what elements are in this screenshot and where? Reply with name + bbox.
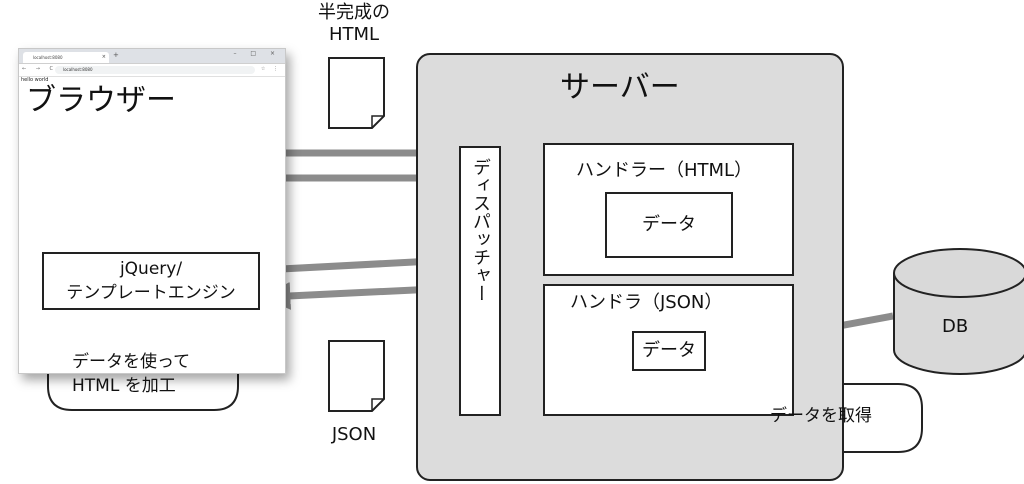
window-controls-icon[interactable]: – □ × — [233, 50, 281, 57]
doc-html-label-line2: HTML — [328, 24, 380, 45]
callout-server-text: データを取得 — [770, 406, 872, 426]
browser-tab-title: localhost:8080 — [33, 55, 63, 60]
html-doc-icon-fold — [371, 115, 384, 128]
callout-browser-line2: HTML を加工 — [72, 376, 176, 396]
jquery-template-engine-box: jQuery/ テンプレートエンジン — [42, 252, 260, 310]
browser-page-text: hello world — [21, 77, 49, 83]
dispatcher-box: ディスパッチャー — [459, 146, 501, 416]
browser-window: localhost:8080 × + – □ × ← → C localhost… — [18, 48, 286, 374]
tab-close-icon[interactable]: × — [101, 54, 106, 60]
db-cylinder-top — [893, 248, 1024, 298]
dispatcher-label: ディスパッチャー — [470, 158, 491, 302]
doc-json-label: JSON — [331, 424, 377, 445]
json-doc-icon-fold — [371, 398, 384, 411]
callout-browser-line1: データを使って — [72, 352, 191, 372]
new-tab-icon[interactable]: + — [113, 51, 119, 59]
browser-menu-icon[interactable]: ☆ ⋮ — [260, 66, 281, 72]
db-label: DB — [942, 316, 969, 337]
browser-tab-bar: localhost:8080 × + – □ × — [19, 49, 285, 64]
doc-html-label: 半完成の HTML — [306, 2, 402, 46]
browser-tab[interactable]: localhost:8080 × — [23, 52, 109, 63]
browser-url-bar: ← → C localhost:8080 ☆ ⋮ — [19, 64, 285, 77]
data-box-json: データ — [632, 331, 706, 371]
server-title: サーバー — [560, 70, 680, 105]
db-cylinder-body — [893, 273, 1024, 375]
jquery-line2: テンプレートエンジン — [66, 283, 236, 303]
data-box-html: データ — [605, 192, 733, 258]
address-input[interactable]: localhost:8080 — [55, 66, 255, 74]
browser-title: ブラウザー — [26, 83, 176, 118]
html-doc-icon — [328, 57, 385, 129]
doc-html-label-line1: 半完成の — [318, 2, 390, 23]
handler-html-label: ハンドラー（HTML） — [576, 160, 753, 181]
json-doc-icon — [328, 340, 385, 412]
handler-json-label: ハンドラ（JSON） — [570, 292, 723, 313]
jquery-line1: jQuery/ — [119, 259, 183, 279]
callout-browser-text: データを使って HTML を加工 — [72, 350, 190, 398]
navigation-icons[interactable]: ← → C — [22, 66, 58, 72]
